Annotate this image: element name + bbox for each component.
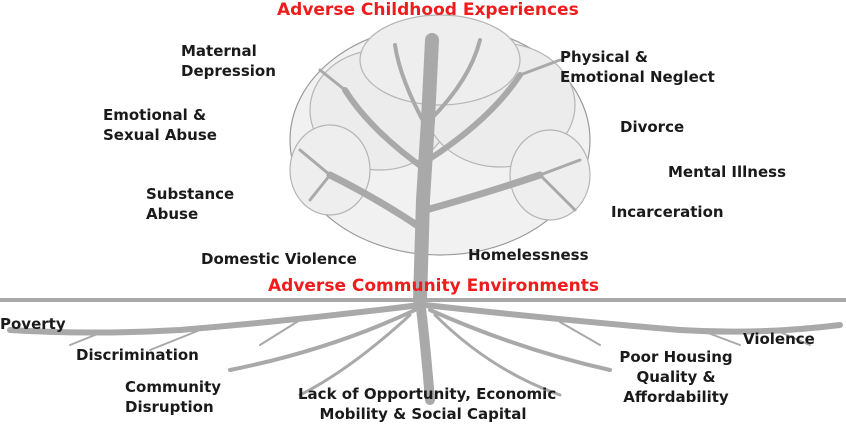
label-poverty: Poverty bbox=[0, 315, 66, 333]
label-violence: Violence bbox=[743, 330, 815, 348]
trunk-and-branches bbox=[298, 33, 582, 307]
label-emotional-sexual-abuse: Emotional & Sexual Abuse bbox=[103, 106, 217, 144]
title-adverse-community-environments: Adverse Community Environments bbox=[268, 276, 600, 296]
label-poor-housing: Poor Housing Quality & Affordability bbox=[619, 348, 733, 406]
label-mental-illness: Mental Illness bbox=[668, 163, 787, 181]
label-physical-emotional-neglect: Physical & Emotional Neglect bbox=[560, 48, 715, 86]
label-discrimination: Discrimination bbox=[76, 346, 199, 364]
title-adverse-childhood-experiences: Adverse Childhood Experiences bbox=[277, 0, 579, 20]
label-incarceration: Incarceration bbox=[611, 203, 724, 221]
label-substance-abuse: Substance Abuse bbox=[146, 185, 235, 223]
ground-and-roots bbox=[0, 295, 846, 405]
label-domestic-violence: Domestic Violence bbox=[201, 250, 357, 268]
label-homelessness: Homelessness bbox=[468, 246, 589, 264]
label-maternal-depression: Maternal Depression bbox=[181, 42, 276, 80]
label-divorce: Divorce bbox=[620, 118, 685, 136]
canopy bbox=[289, 14, 591, 256]
label-community-disruption: Community Disruption bbox=[125, 378, 222, 416]
label-lack-of-opportunity: Lack of Opportunity, Economic Mobility &… bbox=[298, 385, 557, 423]
